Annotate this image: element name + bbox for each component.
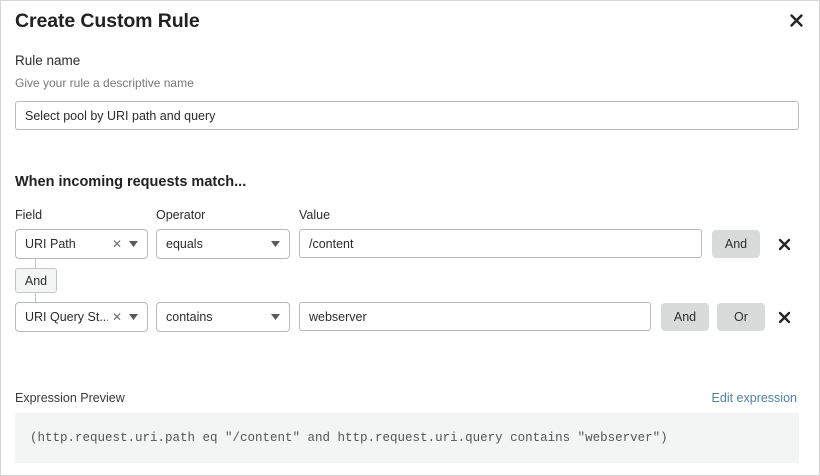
and-button[interactable]: And	[712, 230, 760, 258]
condition-row: URI Path ✕ equals And	[1, 229, 819, 259]
and-button[interactable]: And	[661, 303, 709, 331]
rule-name-hint: Give your rule a descriptive name	[15, 76, 194, 90]
connector-line	[35, 292, 36, 302]
page-title: Create Custom Rule	[15, 10, 200, 32]
delete-icon[interactable]	[772, 232, 796, 256]
field-select[interactable]: URI Path ✕	[15, 229, 148, 259]
chevron-down-icon[interactable]	[126, 241, 147, 247]
rule-name-input[interactable]	[15, 101, 799, 130]
field-select-value: URI Path	[25, 237, 76, 251]
close-icon[interactable]	[783, 7, 809, 33]
chevron-down-icon[interactable]	[268, 314, 289, 320]
value-input[interactable]	[299, 302, 651, 331]
expression-preview-label: Expression Preview	[15, 391, 125, 405]
field-select-value: URI Query St...	[25, 310, 108, 324]
chevron-down-icon[interactable]	[268, 241, 289, 247]
delete-icon[interactable]	[772, 305, 796, 329]
clear-icon[interactable]: ✕	[111, 237, 122, 251]
expression-preview-text: (http.request.uri.path eq "/content" and…	[30, 431, 668, 445]
or-button[interactable]: Or	[717, 303, 765, 331]
chevron-down-icon[interactable]	[126, 314, 147, 320]
conditions-heading: When incoming requests match...	[15, 174, 247, 190]
rule-name-label: Rule name	[15, 53, 81, 68]
operator-select-value: equals	[166, 237, 203, 251]
condition-row: URI Query St... ✕ contains And Or	[1, 302, 819, 332]
operator-select[interactable]: contains	[156, 302, 290, 332]
expression-preview-box: (http.request.uri.path eq "/content" and…	[15, 413, 799, 463]
value-input[interactable]	[299, 229, 702, 258]
edit-expression-link[interactable]: Edit expression	[711, 391, 797, 405]
column-header-value: Value	[299, 208, 331, 222]
operator-select[interactable]: equals	[156, 229, 290, 259]
connector-line	[35, 259, 36, 269]
operator-select-value: contains	[166, 310, 213, 324]
column-header-operator: Operator	[156, 208, 206, 222]
field-select[interactable]: URI Query St... ✕	[15, 302, 148, 332]
clear-icon[interactable]: ✕	[111, 310, 122, 324]
column-header-field: Field	[15, 208, 43, 222]
logic-connector-badge[interactable]: And	[15, 268, 57, 293]
